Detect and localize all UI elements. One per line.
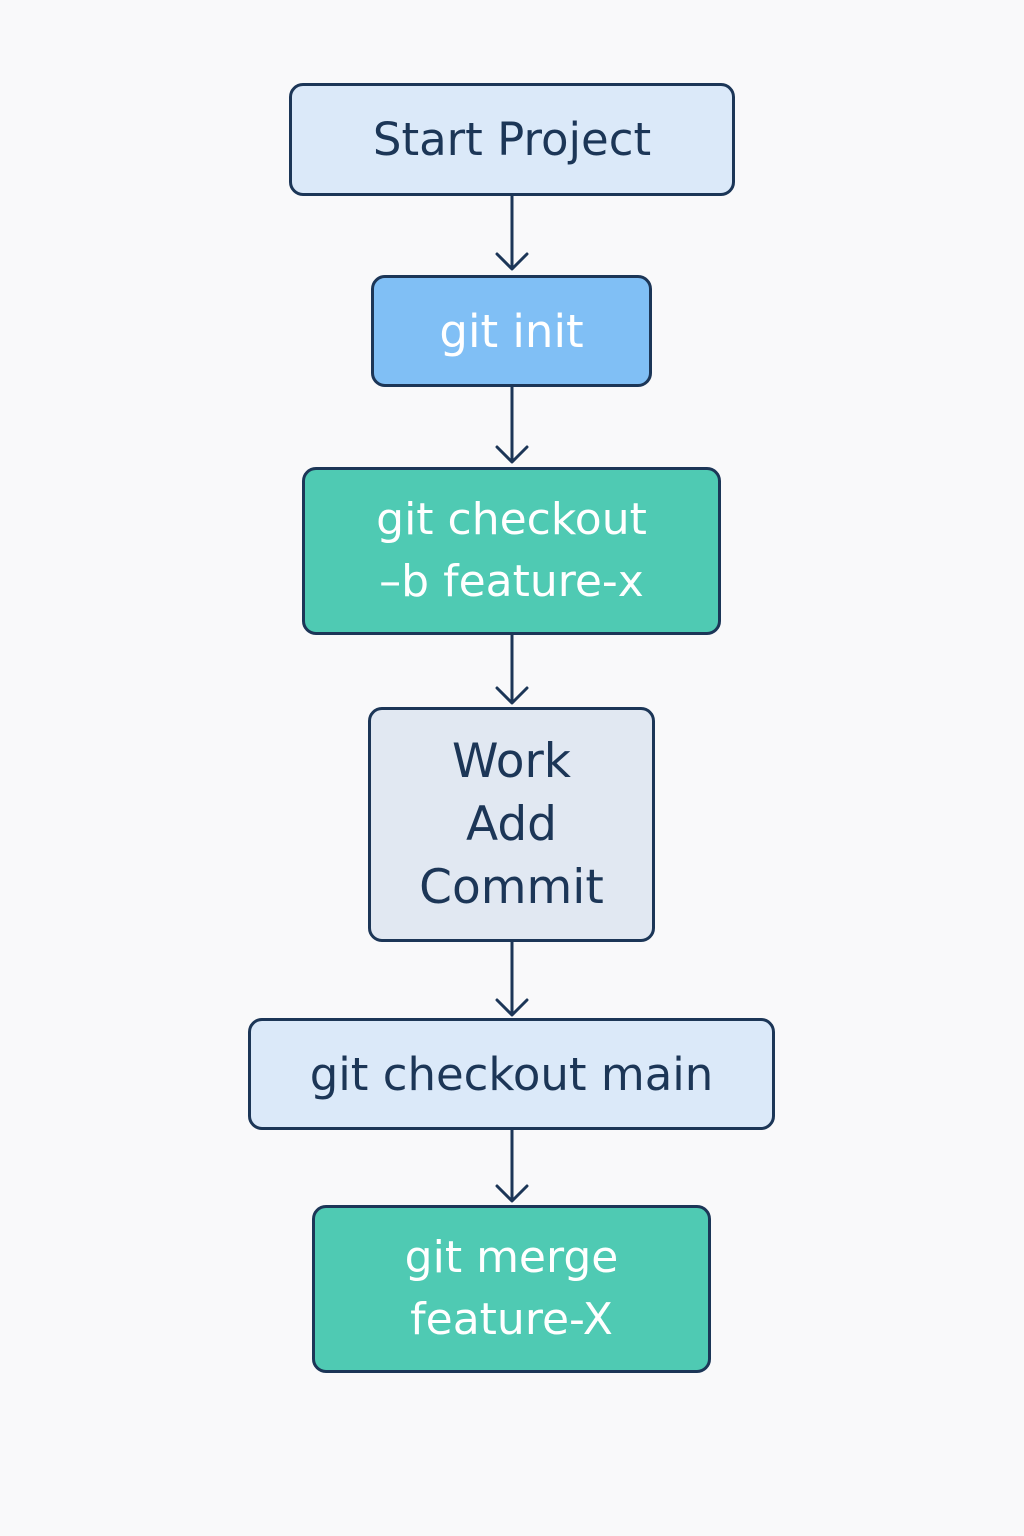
node-git-checkout-main-label: git checkout main — [309, 1047, 714, 1101]
node-git-init: git init — [371, 275, 652, 387]
node-git-checkout-branch-line-2: –b feature-x — [379, 556, 644, 607]
arrow-branch-to-work — [495, 633, 529, 705]
arrow-init-to-branch — [495, 385, 529, 464]
node-work-add-commit: Work Add Commit — [368, 707, 655, 942]
node-git-merge: git merge feature-X — [312, 1205, 711, 1373]
arrow-work-to-main — [495, 940, 529, 1017]
node-git-merge-line-1: git merge — [404, 1232, 619, 1283]
node-git-checkout-branch-line-1: git checkout — [376, 494, 647, 545]
arrow-start-to-init — [495, 194, 529, 271]
node-work-line: Work — [451, 734, 571, 789]
arrow-main-to-merge — [495, 1128, 529, 1203]
node-commit-line: Commit — [419, 860, 604, 915]
node-add-line: Add — [466, 797, 557, 852]
node-start-project-label: Start Project — [372, 113, 652, 166]
node-start-project: Start Project — [289, 83, 735, 196]
node-git-checkout-branch: git checkout –b feature-x — [302, 467, 721, 635]
node-git-checkout-main: git checkout main — [248, 1018, 775, 1130]
node-git-init-label: git init — [439, 304, 584, 358]
node-git-merge-line-2: feature-X — [410, 1294, 613, 1345]
